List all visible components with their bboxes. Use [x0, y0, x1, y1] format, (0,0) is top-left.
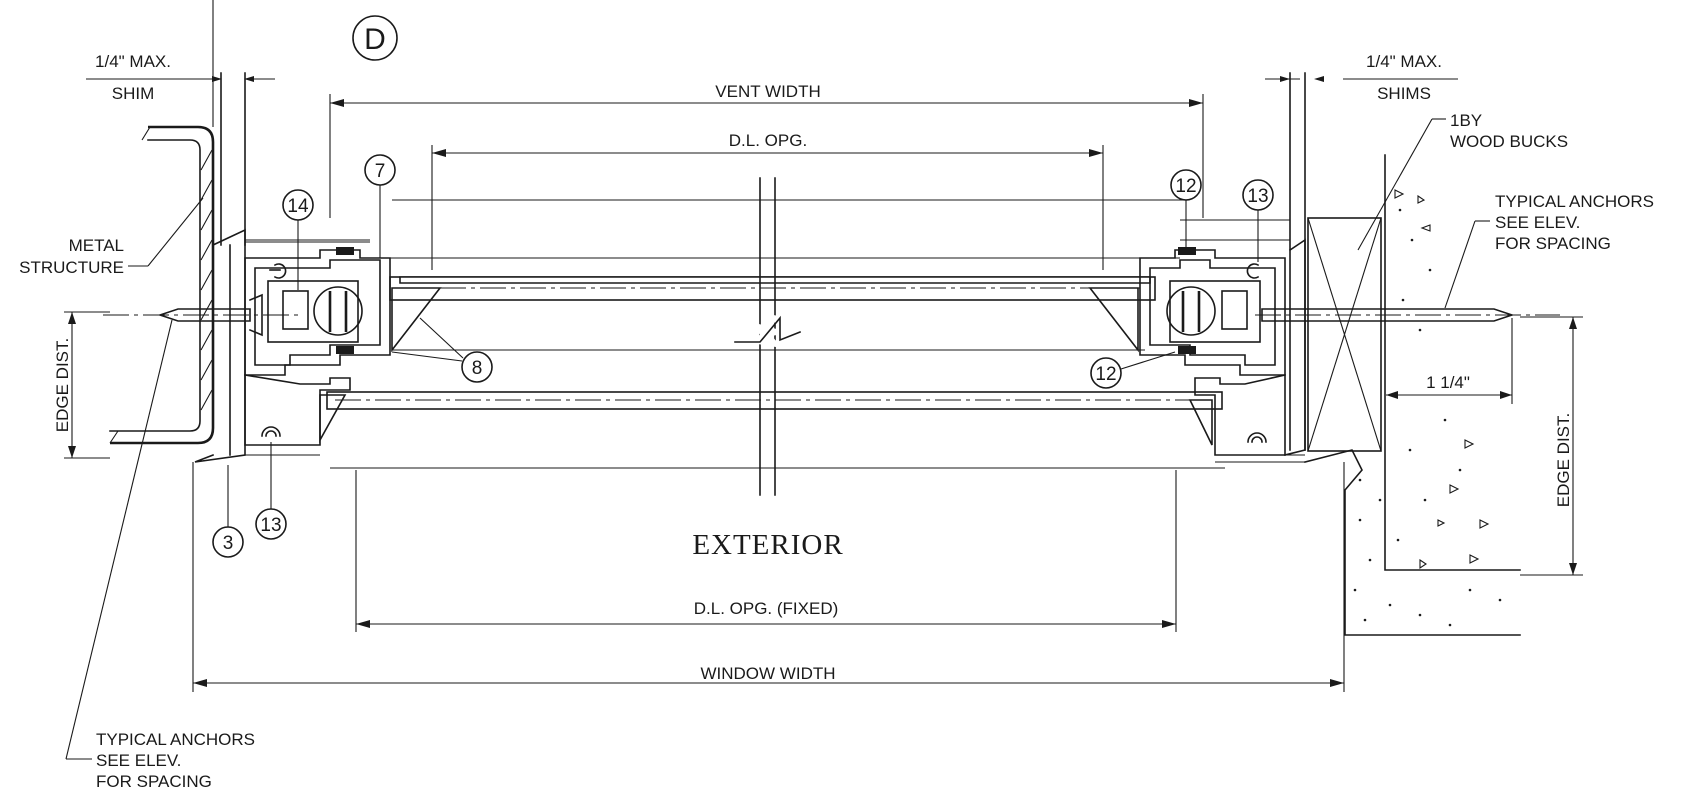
svg-text:7: 7 [375, 161, 386, 182]
right-shim-jamb [1180, 72, 1306, 456]
dl-opening-fixed-dimension: D.L. OPG. (FIXED) [355, 470, 1177, 632]
callout-3: 3 [212, 465, 244, 558]
edge-dist-right-dimension: EDGE DIST. [1520, 316, 1583, 576]
svg-text:12: 12 [1095, 364, 1116, 385]
window-width-label: WINDOW WIDTH [700, 664, 835, 683]
svg-text:3: 3 [223, 533, 234, 554]
wood-buck [1307, 217, 1382, 452]
window-width-dimension: WINDOW WIDTH [192, 462, 1345, 692]
metal-structure [109, 0, 215, 445]
svg-text:SEE ELEV.: SEE ELEV. [96, 751, 181, 770]
concrete-wall [1304, 154, 1521, 636]
callout-8: 8 [391, 317, 493, 383]
svg-text:SEE ELEV.: SEE ELEV. [1495, 213, 1580, 232]
svg-text:8: 8 [472, 358, 483, 379]
shim-right-dimension: 1/4" MAX. SHIMS [1265, 52, 1458, 103]
dl-opening-dimension: D.L. OPG. [431, 131, 1104, 270]
exterior-label: EXTERIOR [692, 529, 843, 561]
svg-text:FOR SPACING: FOR SPACING [1495, 234, 1611, 253]
right-anchor [1255, 308, 1560, 322]
shim-max-left-label: 1/4" MAX. [95, 52, 171, 71]
edge-dist-left-dimension: EDGE DIST. [53, 311, 110, 459]
svg-text:1BY: 1BY [1450, 111, 1482, 130]
callout-12-bottom: 12 [1090, 351, 1176, 389]
shim-left-dimension: 1/4" MAX. SHIM [86, 52, 275, 103]
dl-opening-fixed-label: D.L. OPG. (FIXED) [694, 599, 839, 618]
callout-14: 14 [282, 189, 314, 290]
wood-bucks-label: 1BY WOOD BUCKS [1357, 111, 1568, 251]
svg-text:12: 12 [1175, 176, 1196, 197]
one-quarter-dimension: 1 1/4" [1386, 318, 1513, 404]
callout-12-top: 12 [1170, 169, 1202, 248]
vent-width-dimension: VENT WIDTH [329, 82, 1204, 218]
vent-width-label: VENT WIDTH [715, 82, 820, 101]
anchors-right-label: TYPICAL ANCHORS SEE ELEV. FOR SPACING [1444, 192, 1654, 309]
svg-text:13: 13 [260, 515, 281, 536]
dl-opening-label: D.L. OPG. [729, 131, 807, 150]
svg-text:14: 14 [287, 196, 309, 217]
shim-left-label: SHIM [112, 84, 155, 103]
shim-max-right-label: 1/4" MAX. [1366, 52, 1442, 71]
left-anchor [103, 293, 300, 337]
svg-text:FOR SPACING: FOR SPACING [96, 772, 212, 791]
svg-text:13: 13 [1247, 186, 1268, 207]
callout-7: 7 [364, 154, 396, 258]
svg-text:METAL: METAL [69, 236, 124, 255]
svg-text:TYPICAL ANCHORS: TYPICAL ANCHORS [96, 730, 255, 749]
break-line [734, 177, 802, 496]
callout-13-bottom: 13 [255, 442, 287, 540]
one-quarter-label: 1 1/4" [1426, 373, 1470, 392]
right-frame-profile [1088, 247, 1305, 463]
svg-text:WOOD BUCKS: WOOD BUCKS [1450, 132, 1568, 151]
svg-text:TYPICAL ANCHORS: TYPICAL ANCHORS [1495, 192, 1654, 211]
vent-glass-pane [389, 276, 1156, 301]
svg-text:STRUCTURE: STRUCTURE [19, 258, 124, 277]
edge-dist-right-label: EDGE DIST. [1554, 413, 1573, 507]
detail-tag-d: D [352, 15, 398, 61]
metal-structure-label: METAL STRUCTURE [19, 197, 204, 277]
callout-13-top: 13 [1242, 179, 1274, 262]
shims-right-label: SHIMS [1377, 84, 1431, 103]
left-frame-profile [244, 247, 442, 456]
edge-dist-left-label: EDGE DIST. [53, 338, 72, 432]
anchors-left-label: TYPICAL ANCHORS SEE ELEV. FOR SPACING [65, 319, 255, 791]
detail-tag-text: D [364, 23, 386, 56]
